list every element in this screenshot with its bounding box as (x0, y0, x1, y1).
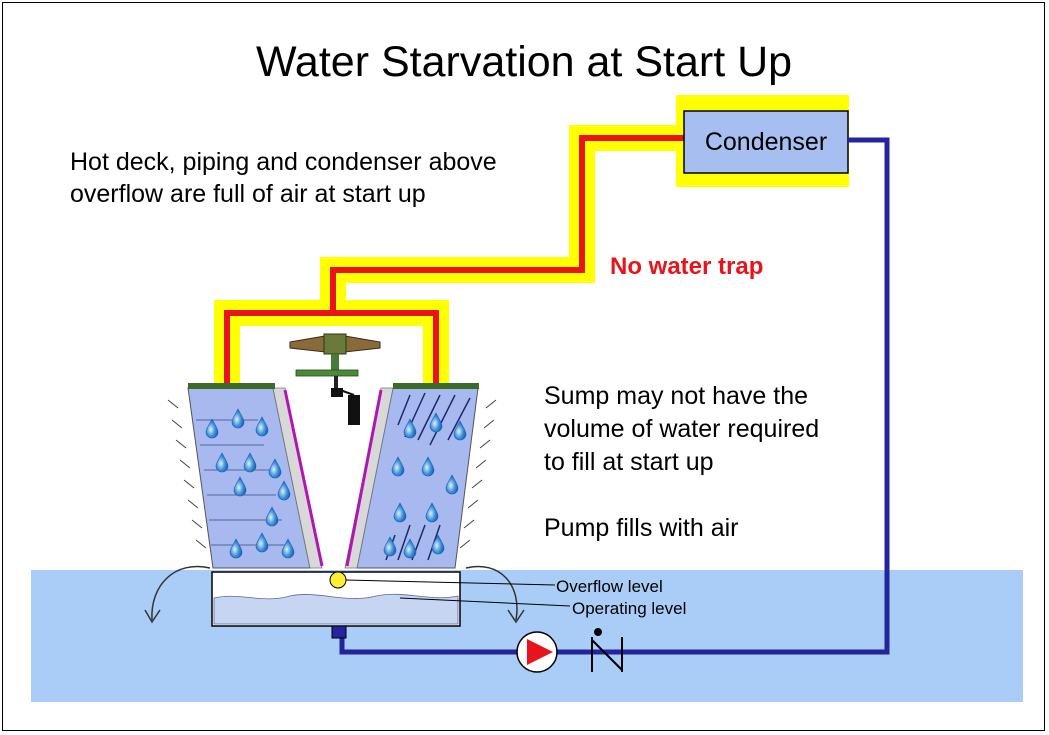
sump-note-line3: to fill at start up (544, 448, 714, 476)
hot-water-pipe (224, 135, 685, 385)
sump-basin (211, 571, 461, 639)
air-note-line2: overflow are full of air at start up (70, 180, 426, 208)
overflow-opening (329, 571, 347, 589)
right-fill-media (344, 383, 479, 569)
sump-outlet (331, 625, 347, 639)
condenser (683, 110, 849, 174)
left-fill-media (187, 383, 324, 569)
sump-note-line1: Sump may not have the (544, 382, 808, 410)
air-note-line1: Hot deck, piping and condenser above (70, 148, 497, 176)
check-valve-icon (591, 628, 623, 672)
level-callouts (345, 579, 571, 607)
overflow-level-label: Overflow level (556, 577, 663, 596)
return-water-pipe (339, 137, 890, 655)
page-title: Water Starvation at Start Up (256, 38, 792, 86)
operating-level-label: Operating level (572, 599, 686, 618)
airflow-arrows (144, 565, 525, 624)
warning-label: No water trap (610, 253, 763, 280)
sump-note-line2: volume of water required (544, 415, 819, 443)
pump-note: Pump fills with air (544, 514, 739, 542)
air-inlet-hatching (167, 399, 497, 549)
fan-motor-assembly (289, 333, 381, 425)
pump-icon (516, 631, 558, 673)
condenser-label: Condenser (705, 128, 827, 156)
